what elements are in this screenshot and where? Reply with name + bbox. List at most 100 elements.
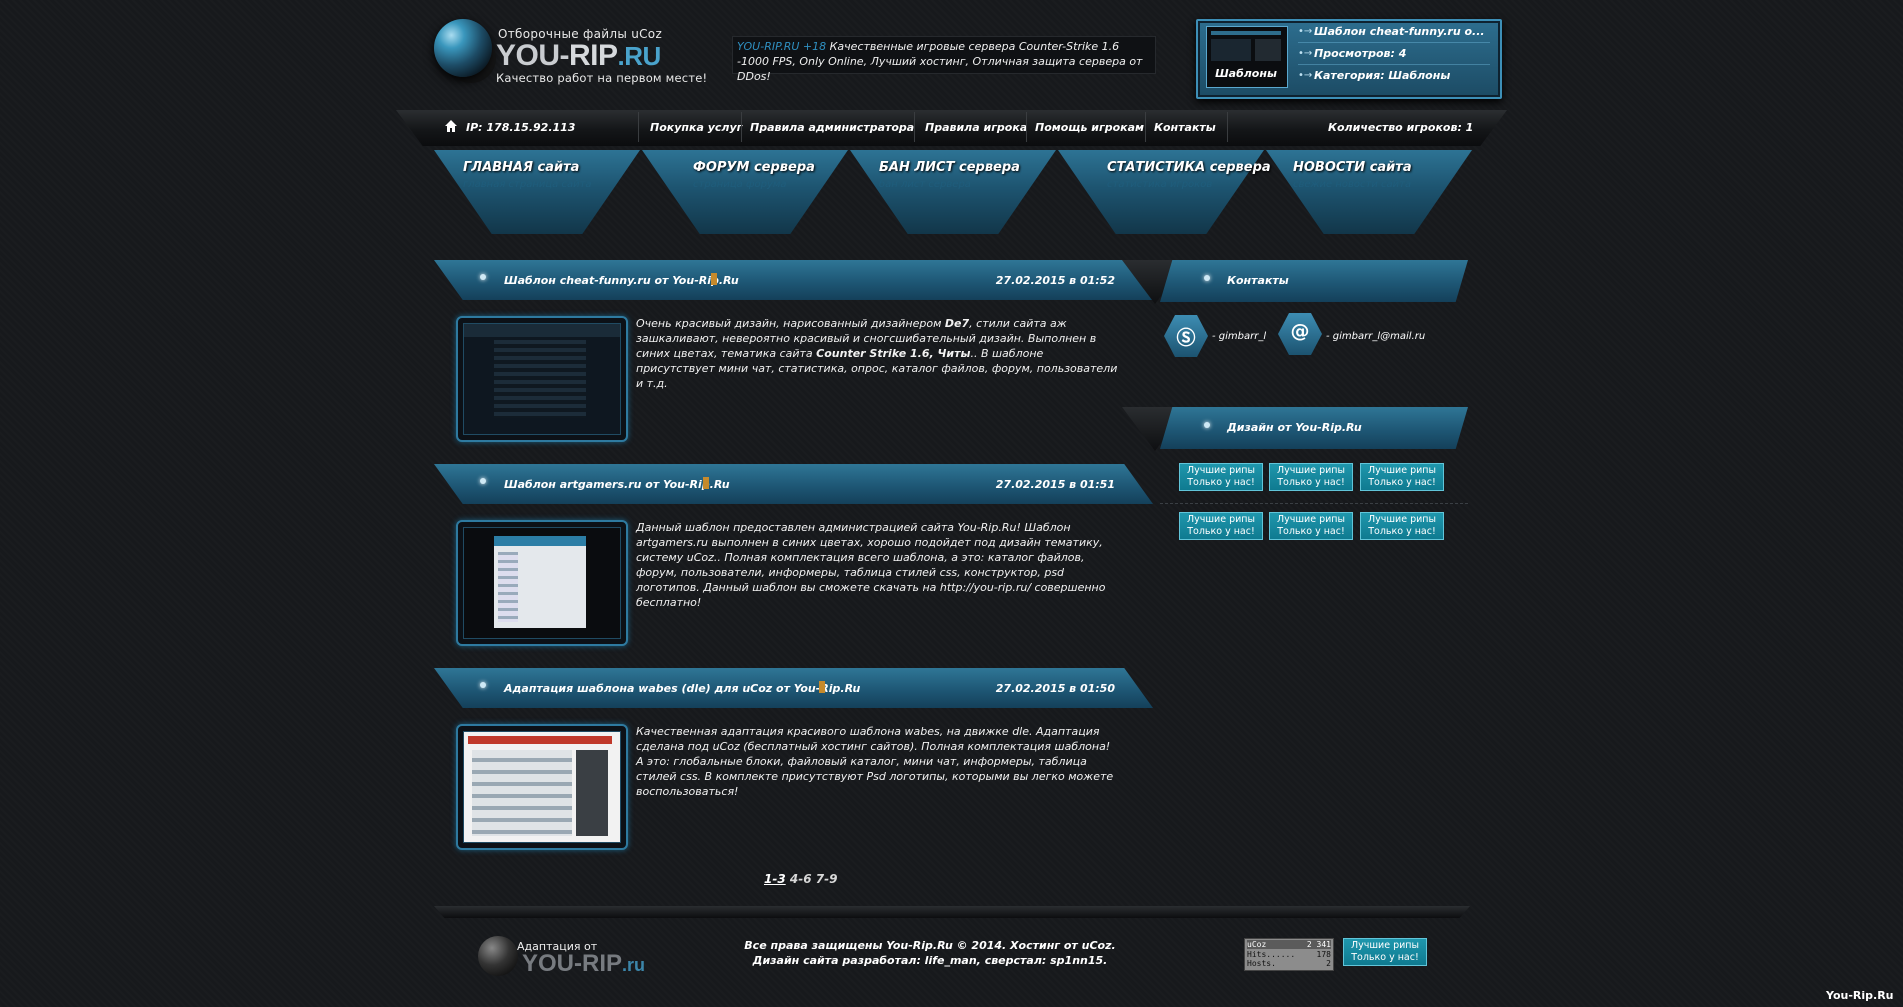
bullet-icon [1204, 422, 1210, 428]
logo-tagline-bottom: Качество работ на первом месте! [496, 71, 708, 85]
counter-hits-label: Hits...... [1247, 950, 1296, 959]
news-thumbnail[interactable] [456, 520, 628, 646]
divider [1298, 42, 1490, 43]
news-description: Очень красивый дизайн, нарисованный диза… [636, 316, 1118, 391]
logo-orb-icon[interactable] [434, 19, 492, 77]
bullet-icon [1204, 275, 1210, 281]
news-title[interactable]: Шаблон cheat-funny.ru от You-Rip.Ru [504, 274, 739, 287]
arrow-icon: •→ [1298, 70, 1313, 81]
counter-total: 2 341 [1306, 940, 1331, 949]
latest-file-thumbnail[interactable] [1206, 26, 1288, 88]
at-icon[interactable]: @ [1290, 320, 1310, 342]
news-description: Данный шаблон предоставлен администрацие… [636, 521, 1106, 609]
latest-file-category[interactable]: Категория: Шаблоны [1314, 69, 1451, 82]
nav-link-contacts[interactable]: Контакты [1154, 121, 1216, 134]
footer-adapt-label: Адаптация от [517, 940, 598, 953]
page-current: 1-3 [764, 872, 786, 886]
server-ip[interactable]: IP: 178.15.92.113 [466, 121, 576, 134]
nav-link-admin-rules[interactable]: Правила администратора [750, 121, 915, 134]
rip-banner-line: Только у нас! [1187, 526, 1255, 537]
logo-you: YOU [496, 39, 560, 72]
rip-banner-line: Лучшие рипы [1186, 465, 1256, 476]
bullet-icon [480, 478, 486, 484]
email-contact[interactable]: - gimbarr_l@mail.ru [1326, 331, 1426, 342]
page-link[interactable]: 7-9 [815, 872, 838, 886]
top-navbar [396, 110, 1507, 146]
counter-brand: uCoz [1247, 940, 1267, 949]
email-hex[interactable] [1278, 313, 1322, 355]
rip-banner-line: Лучшие рипы [1276, 514, 1346, 525]
skype-contact[interactable]: - gimbarr_l [1212, 331, 1267, 342]
footer-logo[interactable]: YOU-RIP.ru [522, 950, 645, 978]
counter-hits: 178 [1316, 950, 1331, 959]
skype-icon[interactable]: Ⓢ [1176, 327, 1196, 349]
tab-banlist-title[interactable]: БАН ЛИСТ сервера [879, 160, 1020, 175]
promo-brand[interactable]: YOU-RIP.RU +18 [737, 40, 827, 53]
nav-link-player-rules[interactable]: Правила игрока [925, 121, 1028, 134]
news-thumbnail[interactable] [456, 724, 628, 850]
footer-logo-ru: .ru [622, 955, 646, 975]
nav-link-buy-services[interactable]: Покупка услуг [650, 121, 743, 134]
rip-banner-line: Только у нас! [1368, 477, 1436, 488]
page-link[interactable]: 4-6 [789, 872, 812, 886]
nav-divider [914, 112, 915, 142]
news-description: Качественная адаптация красивого шаблона… [636, 725, 1114, 798]
pagination: 1-3 4-6 7-9 [764, 872, 837, 886]
counter-hosts: 2 [1326, 959, 1331, 968]
news-title[interactable]: Шаблон artgamers.ru от You-Rip.Ru [504, 478, 730, 491]
rip-banner-line: Лучшие рипы [1367, 465, 1437, 476]
nav-divider [1227, 112, 1228, 142]
tab-home-subtitle: главная страница сайта [463, 179, 592, 190]
news-thumbnail[interactable] [456, 316, 628, 442]
news-flag-icon [703, 477, 709, 489]
credits: Дизайн сайта разработал: life_man, сверс… [752, 954, 1108, 967]
news-text-part: Очень красивый дизайн, нарисованный диза… [636, 317, 945, 330]
tab-forum-subtitle: страница форума [693, 179, 787, 190]
tab-banlist-subtitle: бан лист сервера [879, 179, 971, 190]
skype-hex[interactable] [1164, 315, 1208, 357]
news-header-bar [434, 260, 1153, 300]
tab-news-subtitle: свежие новости сайта [1293, 179, 1412, 190]
rip-banner-line: Лучшие рипы [1367, 514, 1437, 525]
footer-logo-dash: - [574, 950, 583, 977]
nav-link-help[interactable]: Помощь игрокам [1035, 121, 1145, 134]
arrow-icon: •→ [1298, 48, 1313, 59]
news-text-part: .. В шаблоне присутствует мини чат, стат… [636, 347, 1118, 390]
tab-forum-title[interactable]: ФОРУМ сервера [693, 160, 815, 175]
news-header-bar [434, 668, 1153, 708]
latest-file-title[interactable]: Шаблон cheat-funny.ru o... [1314, 25, 1485, 38]
logo-dash: - [559, 39, 570, 72]
latest-file-thumb-label: Шаблоны [1215, 67, 1277, 80]
site-logo[interactable]: YOU-RIP.RU [496, 39, 661, 73]
contacts-title: Контакты [1227, 274, 1289, 287]
footer-bar [434, 906, 1470, 918]
news-flag-icon [819, 681, 825, 693]
promo-box[interactable]: YOU-RIP.RU +18 Качественные игровые серв… [732, 36, 1156, 83]
rip-banner-line: Лучшие рипы [1350, 940, 1420, 951]
nav-divider [741, 112, 742, 142]
footer-logo-rip: RIP [582, 950, 623, 977]
news-title[interactable]: Адаптация шаблона wabes (dle) для uCoz о… [504, 682, 861, 695]
watermark: You-Rip.Ru [1826, 989, 1894, 1002]
tab-home-title[interactable]: ГЛАВНАЯ сайта [463, 160, 580, 175]
tab-news-title[interactable]: НОВОСТИ сайта [1293, 160, 1412, 175]
rip-banner-line: Только у нас! [1187, 477, 1255, 488]
news-date: 27.02.2015 в 01:52 [995, 274, 1115, 287]
home-icon[interactable] [444, 119, 458, 133]
news-text-part: , стили сайта аж зашкаливают, невероятно… [636, 317, 1097, 360]
latest-file-views: Просмотров: 4 [1314, 47, 1407, 60]
nav-divider [638, 112, 639, 142]
sidebar-header-contacts [1160, 260, 1468, 302]
rip-banner-line: Только у нас! [1368, 526, 1436, 537]
designer-name: De7 [944, 317, 970, 330]
news-header-bar [434, 464, 1153, 504]
tab-statistics-title[interactable]: СТАТИСТИКА сервера [1107, 160, 1271, 175]
